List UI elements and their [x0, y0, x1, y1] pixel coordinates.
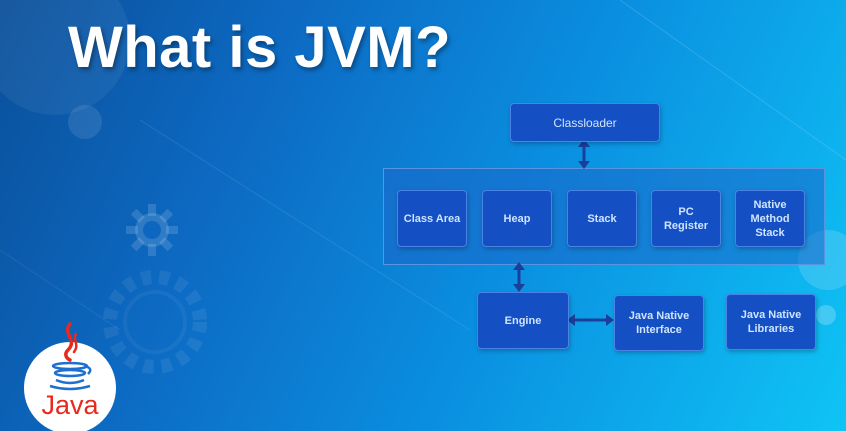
decorative-circle	[68, 105, 102, 139]
logo-label: Java	[41, 390, 99, 420]
engine-box: Engine	[477, 292, 569, 349]
jni-label: Interface	[636, 324, 682, 336]
jni-label: Java Native	[628, 310, 690, 322]
coffee-cup-icon	[49, 322, 92, 391]
runtime-area-label: Native	[753, 198, 787, 211]
runtime-area-label: Stack	[587, 212, 617, 225]
engine-label: Engine	[504, 314, 542, 327]
libraries-label: Libraries	[747, 323, 795, 335]
page-title: What is JVM?	[68, 15, 452, 80]
gear-icon	[126, 204, 178, 256]
runtime-area-label: Method	[750, 212, 790, 225]
runtime-area-box: Heap	[482, 190, 552, 247]
libraries-label: Java Native	[740, 309, 802, 321]
runtime-area-label: Stack	[755, 226, 785, 239]
classloader-label: Classloader	[553, 115, 617, 130]
jni-box: Java Native Interface	[614, 295, 704, 351]
runtime-area-label: PC	[678, 205, 694, 218]
runtime-area-label: Register	[663, 219, 709, 232]
logo-background	[24, 342, 116, 431]
java-logo: Java	[24, 320, 116, 431]
runtime-area-box: Class Area	[397, 190, 467, 247]
runtime-area-label: Class Area	[403, 212, 461, 225]
libraries-box: Java Native Libraries	[726, 294, 816, 350]
decorative-circle	[816, 305, 836, 325]
runtime-area-label: Heap	[503, 212, 531, 225]
classloader-box: Classloader	[510, 103, 660, 142]
runtime-area-box: PC Register	[651, 190, 721, 247]
runtime-area-box: Stack	[567, 190, 637, 247]
gear-icon	[103, 270, 207, 374]
runtime-area-box: Native Method Stack	[735, 190, 805, 247]
